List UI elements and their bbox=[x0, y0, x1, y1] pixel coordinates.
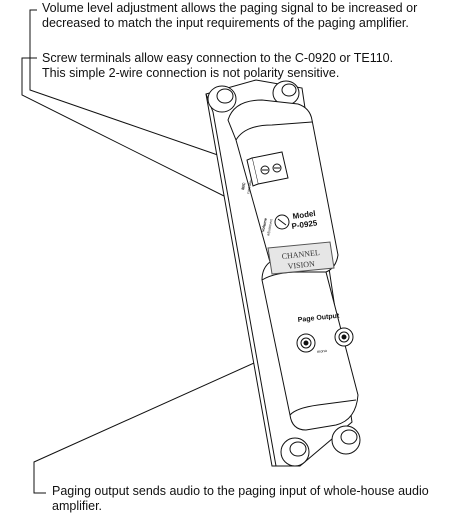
volume-knob bbox=[275, 215, 289, 229]
volume-leader-line bbox=[30, 10, 238, 162]
output-leader-line bbox=[34, 350, 283, 493]
right-output-jack bbox=[335, 328, 353, 346]
bottom-right-screw bbox=[332, 426, 360, 454]
top-left-screw bbox=[208, 86, 236, 112]
left-output-jack bbox=[297, 334, 315, 352]
bottom-left-screw bbox=[281, 438, 309, 466]
